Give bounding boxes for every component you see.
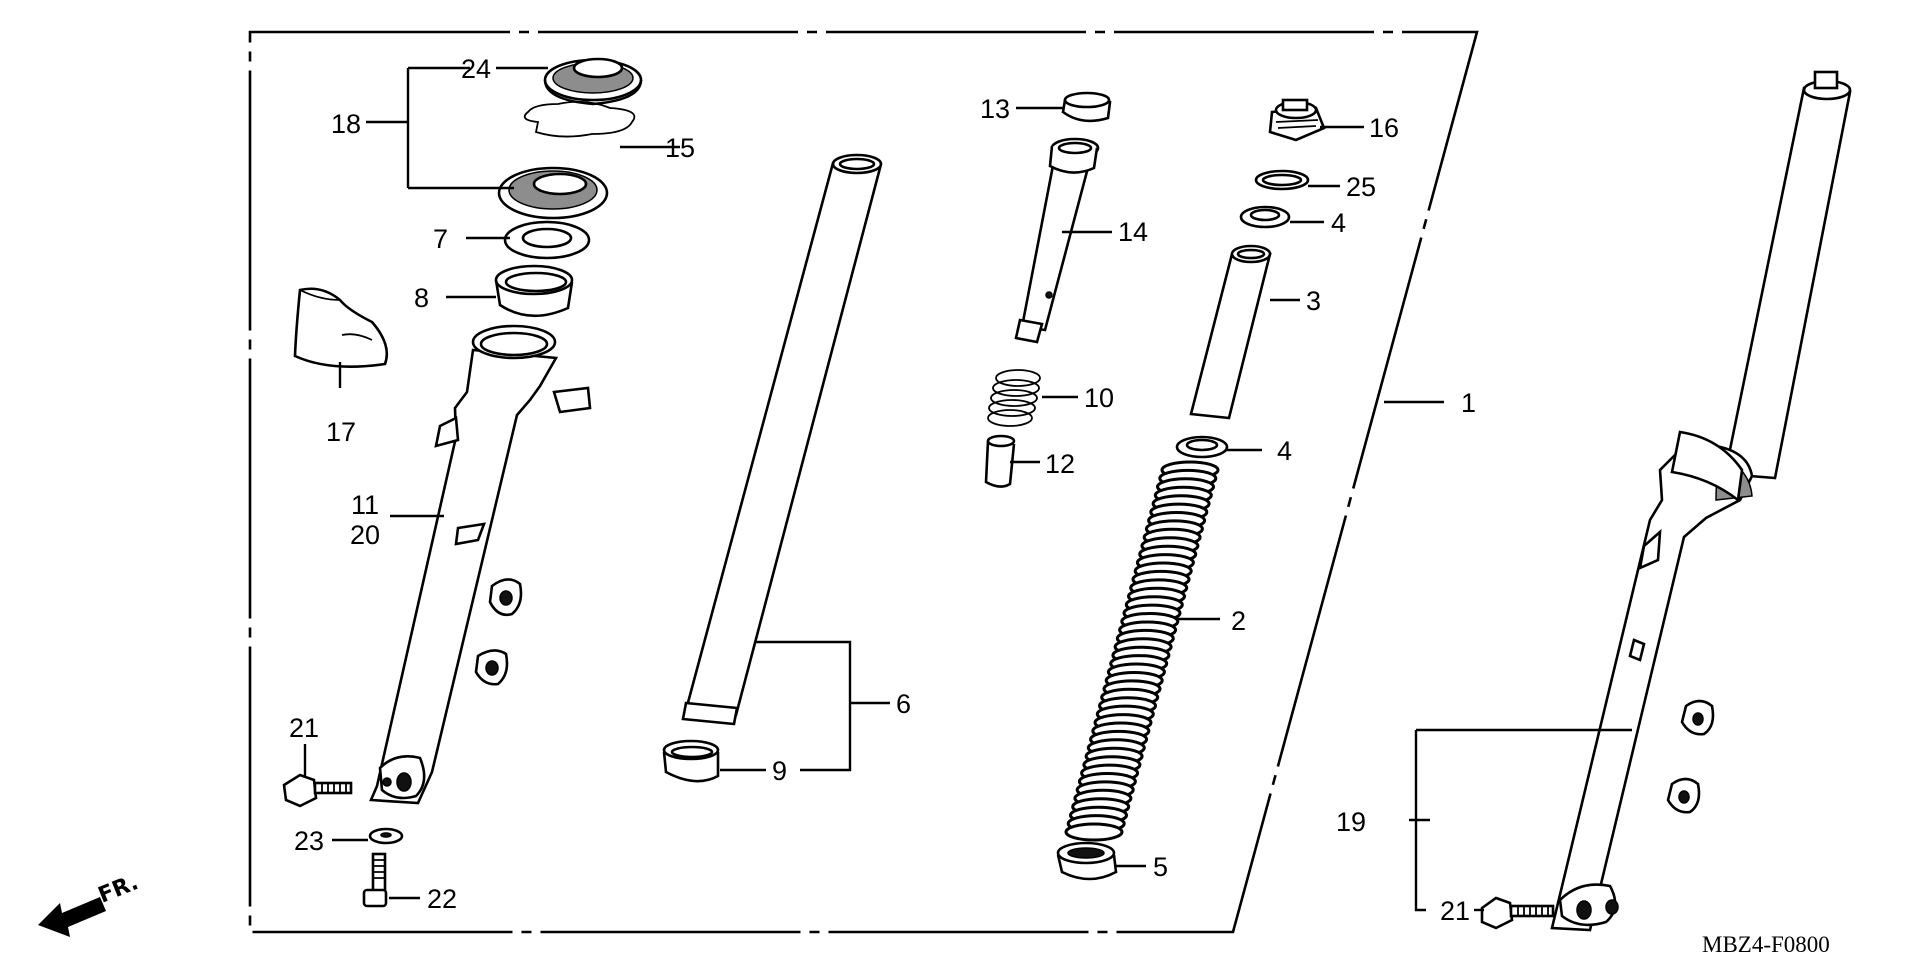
callout-11: 11 [351, 490, 379, 520]
fork-spring-part [1064, 460, 1220, 842]
spring-seat-part [1056, 841, 1118, 881]
spring-coil [1064, 822, 1124, 842]
callout-8: 8 [414, 283, 429, 313]
dust-seal-part [543, 57, 643, 106]
callout-16: 16 [1369, 113, 1399, 143]
spring-washer-upper-part [1239, 205, 1291, 229]
callout-17: 17 [326, 417, 356, 447]
piston-ring-part [1061, 91, 1112, 123]
pipe-bushing-part [662, 739, 720, 783]
callout-14: 14 [1118, 217, 1148, 247]
callout-3: 3 [1306, 286, 1321, 316]
callout-15: 15 [665, 133, 695, 163]
socket-bolt-fork-part [1480, 896, 1555, 930]
callout-23: 23 [294, 826, 324, 856]
callout-2: 2 [1231, 606, 1246, 636]
o-ring-part [1254, 169, 1310, 191]
rebound-spring-part [987, 369, 1041, 427]
fork-collar-part [1189, 244, 1272, 420]
callout-7: 7 [433, 224, 448, 254]
callout-22: 22 [427, 884, 457, 914]
damper-rod-part [1014, 137, 1100, 344]
sealing-washer-part [368, 827, 404, 845]
callout-4-lower: 4 [1277, 436, 1292, 466]
callout-1: 1 [1461, 388, 1476, 418]
spring-washer-lower-part [1175, 435, 1229, 459]
callout-10: 10 [1084, 383, 1114, 413]
callout-12: 12 [1045, 449, 1075, 479]
front-arrow-icon: FR. [38, 870, 142, 937]
direction-label: FR. [95, 870, 142, 908]
assembly-boundary [248, 30, 1479, 934]
callout-20: 20 [350, 520, 380, 550]
callout-24: 24 [461, 54, 491, 84]
callout-6: 6 [896, 689, 911, 719]
callout-21: 21 [289, 713, 319, 743]
callout-4-upper: 4 [1331, 208, 1346, 238]
callout-25: 25 [1346, 172, 1376, 202]
callout-5: 5 [1153, 852, 1168, 882]
fork-pipe-part [681, 153, 883, 726]
callout-13: 13 [980, 94, 1010, 124]
drain-bolt-part [362, 852, 388, 908]
leader-lines [303, 66, 1632, 912]
complete-fork-assembly-part [1550, 70, 1852, 932]
fork-guard-part [293, 287, 389, 368]
fork-slider-part [369, 324, 592, 805]
backup-ring-part [503, 220, 591, 260]
fork-bolt-part [1268, 98, 1326, 142]
oil-seal-part [497, 166, 609, 220]
callout-labels: 1 2 3 4 4 5 6 7 8 9 10 11 12 13 14 15 16… [289, 54, 1476, 926]
oil-lock-piece-part [984, 434, 1016, 488]
stopper-ring-part [523, 100, 636, 138]
callout-9: 9 [772, 756, 787, 786]
socket-bolt-part [282, 773, 353, 808]
callout-18: 18 [331, 109, 361, 139]
callout-21-fork: 21 [1440, 896, 1470, 926]
slider-bushing-part [494, 264, 574, 318]
diagram-code: MBZ4-F0800 [1702, 932, 1830, 957]
callout-19: 19 [1336, 807, 1366, 837]
